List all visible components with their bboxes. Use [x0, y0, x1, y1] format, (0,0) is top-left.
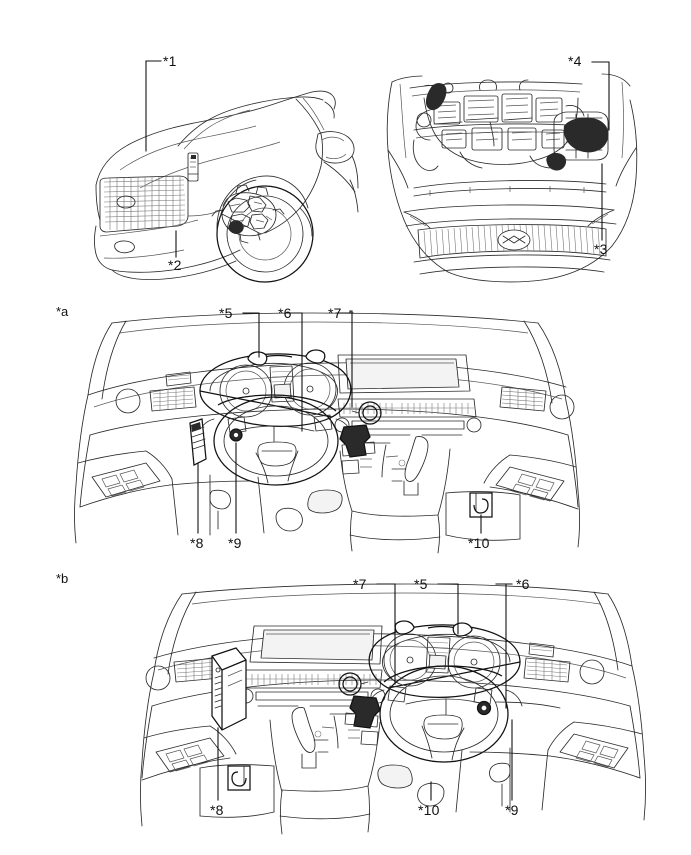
- leader-line-4: [591, 61, 610, 131]
- callout-label-6-a: *6: [278, 305, 292, 321]
- component-8: [189, 418, 207, 466]
- callout-label-7-a: *7: [328, 305, 342, 321]
- component-9-b: [476, 700, 492, 716]
- callout-label-1: *1: [163, 53, 177, 69]
- component-10: [469, 492, 493, 518]
- leader-line-1: [145, 60, 162, 152]
- component-6: [339, 424, 371, 458]
- front-exterior-artwork: [94, 90, 359, 283]
- interior-rhd-artwork: [140, 583, 646, 835]
- component-10-b: [227, 765, 251, 791]
- callout-label-10-a: *10: [468, 535, 490, 551]
- panel-front-exterior: *1 *2: [60, 30, 360, 285]
- leader-lines-top-a: [242, 310, 354, 432]
- callout-label-8-b: *8: [210, 802, 224, 818]
- callout-label-6-b: *6: [516, 576, 530, 592]
- callout-label-5-b: *5: [414, 576, 428, 592]
- component-1-module: [187, 152, 199, 182]
- component-3: [546, 153, 567, 171]
- leader-line-3: [601, 163, 603, 241]
- leader-line-2: [175, 230, 177, 258]
- engine-compartment-artwork: [386, 73, 638, 283]
- callout-label-7-b: *7: [353, 576, 367, 592]
- callout-label-2: *2: [168, 257, 182, 273]
- component-4: [563, 117, 609, 153]
- callout-label-5-a: *5: [219, 305, 233, 321]
- callout-label-9-a: *9: [228, 535, 242, 551]
- callout-label-8-a: *8: [190, 535, 204, 551]
- component-5: [247, 349, 326, 366]
- leader-lines-bottom-a: [197, 442, 482, 534]
- component-7: [351, 401, 382, 425]
- panel-interior-lhd: *a *5 *6 *7 *8 *9 *10: [50, 295, 670, 560]
- component-7-b: [338, 672, 369, 696]
- component-8-b: [211, 647, 247, 731]
- leader-lines-bottom-b: [217, 719, 513, 801]
- callout-label-3: *3: [594, 241, 608, 257]
- panel-interior-rhd: *b *7 *5 *6 *8 *10 *9: [50, 560, 670, 850]
- interior-lhd-artwork: [74, 312, 580, 554]
- callout-label-9-b: *9: [505, 802, 519, 818]
- callout-label-4: *4: [568, 53, 582, 69]
- leader-lines-top-b: [376, 583, 513, 709]
- callout-label-10-b: *10: [418, 802, 440, 818]
- panel-tag-a: *a: [56, 304, 69, 319]
- panel-engine-compartment: *4 *3: [370, 30, 670, 285]
- panel-tag-b: *b: [56, 571, 69, 586]
